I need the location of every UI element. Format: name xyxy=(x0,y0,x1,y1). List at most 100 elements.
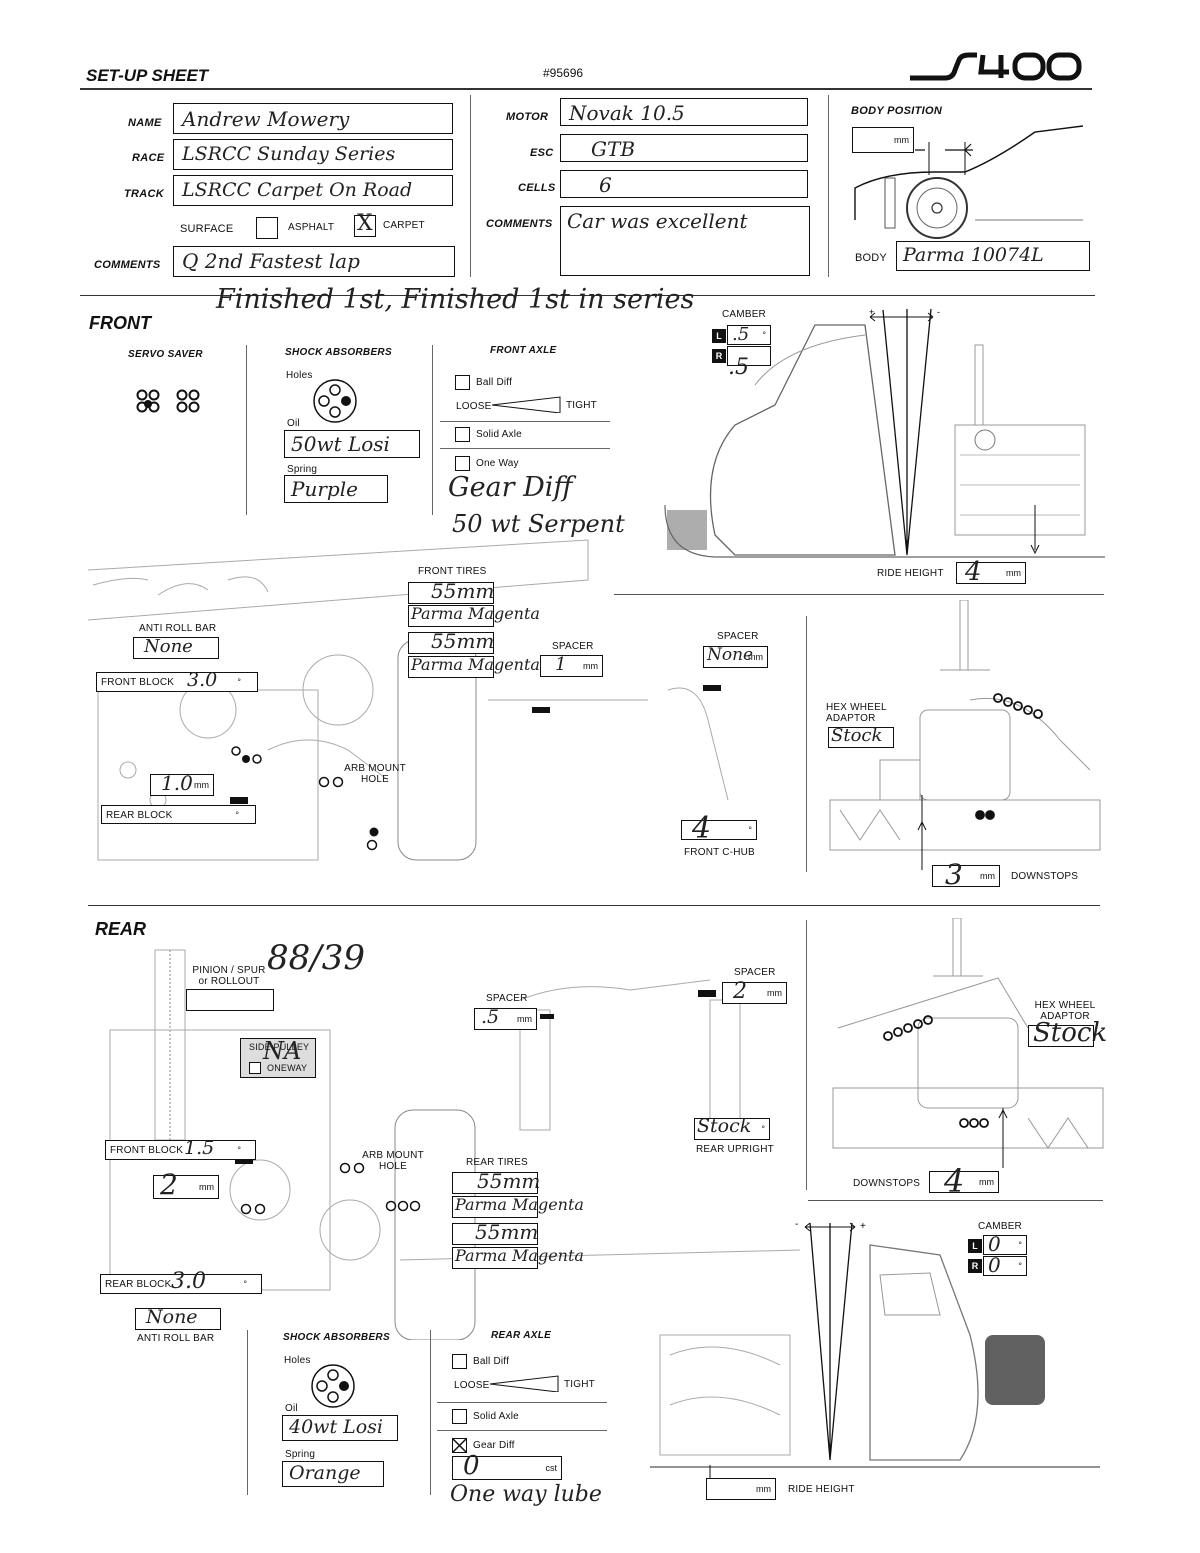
front-front-block-value: 3.0 xyxy=(187,669,218,691)
front-oil-field[interactable]: 50wt Losi xyxy=(284,430,420,458)
rear-holes-label: Holes xyxy=(284,1355,311,1366)
rear-oil-label: Oil xyxy=(285,1403,298,1414)
front-section-title: FRONT xyxy=(89,313,151,333)
rear-camber-l-unit: ° xyxy=(1018,1240,1022,1250)
front-rear-block-unit: ° xyxy=(235,809,239,820)
rear-camber-l-field[interactable]: 0 ° xyxy=(983,1232,1027,1256)
rear-hex-adaptor-field[interactable]: Stock xyxy=(1028,1018,1107,1048)
rear-spacer2-label: SPACER xyxy=(734,967,776,978)
rear-tire-l-brand-field[interactable]: Parma Magenta xyxy=(452,1195,584,1218)
motor-field[interactable]: Novak 10.5 xyxy=(560,98,808,126)
esc-field[interactable]: GTB xyxy=(560,134,808,162)
rear-downstops-field[interactable]: 4 mm xyxy=(929,1162,999,1200)
front-tire-l-brand-field[interactable]: Parma Magenta xyxy=(408,604,540,627)
rear-anti-roll-bar-field[interactable]: None xyxy=(135,1306,221,1330)
front-downstops-field[interactable]: 3 mm xyxy=(932,858,1000,891)
rear-spacer1-label: SPACER xyxy=(486,993,528,1004)
rear-spring-field[interactable]: Orange xyxy=(282,1461,384,1487)
rear-ride-height-field[interactable]: mm xyxy=(706,1478,776,1500)
front-tight-label: TIGHT xyxy=(566,400,597,411)
rear-rear-block-unit: ° xyxy=(243,1279,247,1289)
front-camber-r-value: .5 xyxy=(728,355,749,380)
front-arb-mount-label: ARB MOUNT HOLE xyxy=(344,763,406,785)
rear-side-pulley-field[interactable]: SIDE PULLEY NA ONEWAY xyxy=(240,1037,316,1078)
rear-block-spacer-field[interactable]: 2 mm xyxy=(153,1168,219,1201)
body-position-label: BODY POSITION xyxy=(851,105,943,117)
rear-camber-label: CAMBER xyxy=(978,1221,1022,1232)
rear-front-block-field[interactable]: FRONT BLOCK 1.5 ° xyxy=(105,1137,256,1160)
rear-arb-mount-holes-icon xyxy=(339,1162,365,1174)
front-spacer2-field[interactable]: None mm xyxy=(703,645,768,668)
body-field[interactable]: Parma 10074L xyxy=(896,241,1090,271)
rear-tire-r-brand-field[interactable]: Parma Magenta xyxy=(452,1246,584,1269)
asphalt-checkbox[interactable] xyxy=(256,217,278,239)
comments-label: COMMENTS xyxy=(94,259,161,271)
rear-tire-l-size: 55mm xyxy=(477,1169,541,1193)
carpet-label: CARPET xyxy=(383,220,425,231)
rear-gear-diff-unit: cst xyxy=(545,1463,557,1473)
front-downstops-unit: mm xyxy=(980,871,995,881)
rear-camber-r-field[interactable]: 0 ° xyxy=(983,1253,1027,1277)
rear-gear-diff-field[interactable]: 0 cst xyxy=(452,1451,562,1481)
rear-oil-field[interactable]: 40wt Losi xyxy=(282,1415,398,1441)
front-spacer1-field[interactable]: 1 mm xyxy=(540,654,603,677)
front-tire-l-size-field[interactable]: 55mm xyxy=(408,579,495,604)
front-gear-diff-note: Gear Diff xyxy=(448,472,573,503)
race-field[interactable]: LSRCC Sunday Series xyxy=(173,139,453,170)
rear-upright-field[interactable]: Stock ° xyxy=(694,1115,770,1140)
front-tire-r-size-field[interactable]: 55mm xyxy=(408,629,494,654)
cells-field[interactable]: 6 xyxy=(560,170,808,198)
front-front-block-field[interactable]: FRONT BLOCK 3.0 ° xyxy=(96,669,258,692)
rear-anti-roll-bar-value: None xyxy=(146,1306,198,1328)
rear-diff-tension-wedge xyxy=(489,1375,559,1392)
front-one-way-checkbox[interactable] xyxy=(455,456,470,471)
rear-oneway-checkbox[interactable] xyxy=(249,1062,261,1074)
rear-tire-r-size-field[interactable]: 55mm xyxy=(452,1220,538,1245)
front-front-block-label: FRONT BLOCK xyxy=(101,677,175,688)
asphalt-label: ASPHALT xyxy=(288,222,335,233)
comments-field[interactable]: Q 2nd Fastest lap xyxy=(173,246,455,277)
rear-tires-label: REAR TIRES xyxy=(466,1157,528,1168)
track-field[interactable]: LSRCC Carpet On Road xyxy=(173,175,453,206)
front-ride-height-value: 4 xyxy=(965,557,982,587)
name-field[interactable]: Andrew Mowery xyxy=(173,103,453,134)
front-solid-axle-checkbox[interactable] xyxy=(455,427,470,442)
rear-rear-block-field[interactable]: REAR BLOCK 3.0 ° xyxy=(100,1269,262,1294)
rear-pinion-value: 88/39 xyxy=(267,938,365,978)
front-camber-r-field[interactable] xyxy=(727,346,771,366)
front-hex-adaptor-field[interactable]: Stock xyxy=(828,725,894,748)
rear-pinion-field[interactable] xyxy=(186,989,274,1011)
cells-value: 6 xyxy=(599,173,612,197)
front-chub-field[interactable]: 4 ° xyxy=(681,811,757,846)
body-position-field[interactable]: mm xyxy=(852,127,914,153)
front-spring-field[interactable]: Purple xyxy=(284,475,388,503)
front-ride-height-field[interactable]: 4 mm xyxy=(956,557,1026,587)
front-anti-roll-bar-field[interactable]: None xyxy=(133,636,219,659)
comments2-field[interactable]: Car was excellent xyxy=(560,206,810,276)
front-spacer2-value: None xyxy=(707,645,754,665)
rear-detail-divider xyxy=(806,920,807,1190)
name-value: Andrew Mowery xyxy=(182,107,350,131)
carpet-checkbox[interactable]: X xyxy=(354,211,376,237)
front-arb-holes-icon xyxy=(231,746,262,764)
rear-gear-diff-checkbox[interactable] xyxy=(452,1438,467,1453)
rear-solid-axle-checkbox[interactable] xyxy=(452,1409,467,1424)
rear-spacer1-field[interactable]: .5 mm xyxy=(474,1006,537,1030)
front-spacer1-label: SPACER xyxy=(552,641,594,652)
front-chub-label: FRONT C-HUB xyxy=(684,847,755,858)
rear-spacer2-field[interactable]: 2 mm xyxy=(722,979,787,1004)
rear-ball-diff-checkbox[interactable] xyxy=(452,1354,467,1369)
front-tire-r-brand-field[interactable]: Parma Magenta xyxy=(408,655,540,678)
front-block-spacer-field[interactable]: 1.0 mm xyxy=(150,771,214,796)
rear-block-spacer-value: 2 xyxy=(160,1168,178,1201)
rear-tire-l-size-field[interactable]: 55mm xyxy=(452,1169,541,1194)
front-ball-diff-checkbox[interactable] xyxy=(455,375,470,390)
rear-spacer1-value: .5 xyxy=(481,1006,500,1028)
track-label: TRACK xyxy=(124,188,164,200)
front-tire-l-size: 55mm xyxy=(431,579,495,603)
rear-anti-roll-bar-label: ANTI ROLL BAR xyxy=(137,1333,215,1344)
front-camber-l-field[interactable]: .5 ° xyxy=(727,324,771,345)
front-rear-block-field[interactable]: REAR BLOCK ° xyxy=(101,805,256,824)
rear-downstops-label: DOWNSTOPS xyxy=(853,1178,921,1189)
esc-label: ESC xyxy=(530,147,554,159)
